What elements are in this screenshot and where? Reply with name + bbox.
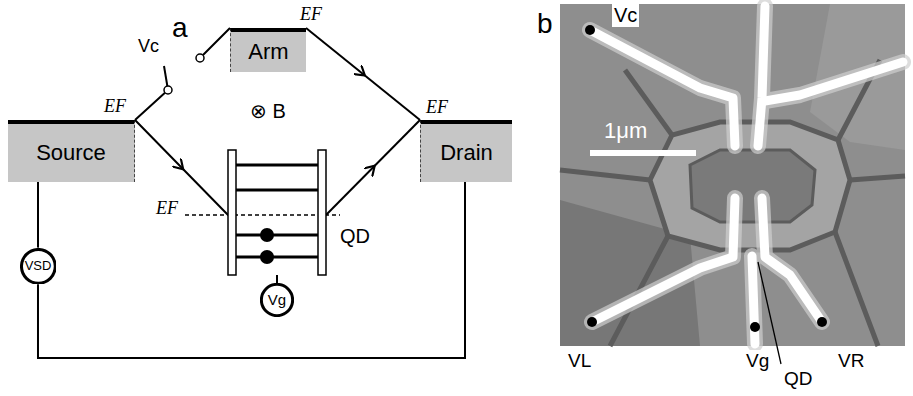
tunnel-barrier (318, 150, 326, 275)
connector-wire (326, 120, 420, 215)
node-text: VSD (25, 259, 52, 273)
node-text: Vg (268, 292, 286, 309)
energy-level (236, 234, 318, 237)
meter-outline (261, 284, 292, 315)
arm-reservoir: Arm (230, 28, 306, 72)
gate-label: Vg (744, 350, 771, 372)
electron-dot (260, 250, 274, 264)
meter-outline (21, 249, 55, 283)
gate-label: VR (836, 350, 866, 372)
sem-ground (560, 4, 905, 346)
node-text: Source (36, 141, 106, 165)
fermi-level-label: EF (426, 97, 448, 118)
tunnel-barrier (228, 150, 236, 275)
fermi-level-label: EF (300, 4, 322, 25)
connector-wire (38, 182, 465, 358)
energy-level (236, 189, 318, 192)
source-reservoir: Source (8, 120, 135, 182)
quantum-dot: QD (222, 145, 377, 280)
leader-line (758, 262, 781, 364)
energy-level (236, 164, 318, 167)
dot-label: QD (782, 368, 815, 390)
sem-micrograph (560, 4, 905, 364)
switch-contact (196, 54, 204, 62)
electron-dot (260, 228, 274, 242)
drain-reservoir: Drain (420, 120, 512, 182)
node-text: Arm (248, 40, 288, 64)
connector-wire (276, 275, 278, 283)
scale-bar-label: 1μm (604, 118, 647, 143)
node-text: QD (340, 225, 370, 247)
node-text: Drain (440, 141, 493, 165)
gate-voltage: Vg (260, 283, 294, 317)
etched-ring (650, 122, 850, 250)
switch-voltage-label: Vc (138, 36, 159, 57)
switch-contact (164, 86, 172, 94)
gate-label: VL (566, 350, 593, 372)
voltage-source: VSD (20, 248, 57, 285)
fermi-level-label: EF (156, 198, 178, 219)
gate-electrode (590, 6, 903, 344)
connector-wire (306, 28, 420, 120)
ring-island (690, 150, 815, 222)
magnetic-field-label: ⊗ B (250, 100, 286, 123)
connector-wire (37, 182, 39, 248)
panel-letter: b (537, 8, 553, 40)
fermi-level-label: EF (104, 96, 126, 117)
gate-glow (590, 6, 903, 344)
gate-contact-dot (585, 25, 827, 332)
gate-label: Vc (612, 4, 639, 27)
fermi-level-line (185, 214, 340, 216)
scale-bar (590, 150, 696, 156)
connector-wire (135, 120, 228, 215)
energy-level (236, 256, 318, 259)
quantum-dot-ladder (222, 145, 332, 280)
panel-letter: a (172, 12, 188, 44)
